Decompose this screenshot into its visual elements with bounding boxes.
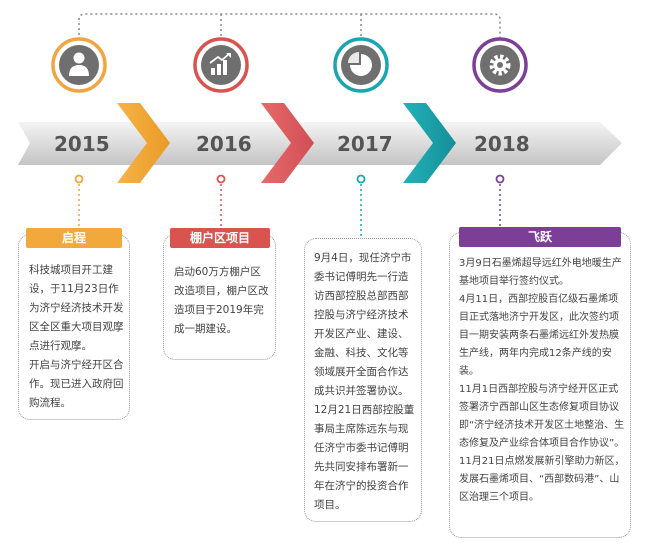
icon-badge-2018 xyxy=(472,37,528,93)
milestone-2018-para-4: 11月21日点燃发展新引擎助力新区，发展石墨烯项目、“西部数码港”、山区治理三个… xyxy=(459,456,625,503)
milestone-body-2016: 启动60万方棚户区改造项目，棚户区改造项目于2019年完成一期建设。 xyxy=(174,263,270,339)
dot-2018 xyxy=(495,174,505,184)
dot-2017 xyxy=(356,174,366,184)
chevron-red xyxy=(261,103,314,183)
person-icon xyxy=(69,52,89,76)
milestone-2015-para-2: 开启与济宁经开区合作。现已进入政府回购流程。 xyxy=(29,359,124,409)
milestone-body-2018: 3月9日石墨烯超导远红外电地暖生产基地项目举行签约仪式。 4月11日，西部控股百… xyxy=(459,255,625,507)
milestone-2016-para-1: 启动60万方棚户区改造项目，棚户区改造项目于2019年完成一期建设。 xyxy=(174,266,269,335)
dot-2015 xyxy=(74,174,84,184)
year-2016: 2016 xyxy=(196,132,252,156)
icon-badge-2015 xyxy=(51,37,107,93)
icon-badge-2017 xyxy=(333,37,389,93)
milestone-2015-para-1: 科技城项目开工建设，于11月23日作为济宁经济技术开发区全区重大项目观摩点进行观… xyxy=(29,264,124,352)
milestone-title-2015: 启程 xyxy=(26,228,122,248)
year-2017: 2017 xyxy=(337,132,393,156)
dot-2016 xyxy=(216,174,226,184)
milestone-2018-para-1: 3月9日石墨烯超导远红外电地暖生产基地项目举行签约仪式。 xyxy=(459,258,622,287)
milestone-2018-para-3: 11月1日西部控股与济宁经开区正式签署济宁西部山区生态修复项目协议即“济宁经济技… xyxy=(459,384,625,449)
milestone-title-2018: 飞跃 xyxy=(459,227,621,247)
milestone-2017-para-2: 12月21日西部控股董事局主席陈远东与现任济宁市委书记傅明先共同安排布署新一年在… xyxy=(314,404,415,511)
year-2015: 2015 xyxy=(54,132,110,156)
milestone-body-2015: 科技城项目开工建设，于11月23日作为济宁经济技术开发区全区重大项目观摩点进行观… xyxy=(29,261,125,413)
pie-chart-icon xyxy=(348,52,372,76)
milestone-card-2015: 科技城项目开工建设，于11月23日作为济宁经济技术开发区全区重大项目观摩点进行观… xyxy=(18,234,130,420)
gear-icon xyxy=(489,54,511,76)
milestone-title-2016: 棚户区项目 xyxy=(170,228,270,248)
year-2018: 2018 xyxy=(474,132,530,156)
milestone-2018-para-2: 4月11日，西部控股百亿级石墨烯项目正式落地济宁开发区，此次签约项目一期安装两条… xyxy=(459,294,619,377)
top-connector-line xyxy=(78,13,501,40)
timeline-band xyxy=(18,122,622,165)
growth-chart-icon xyxy=(209,53,231,75)
milestone-card-2016: 启动60万方棚户区改造项目，棚户区改造项目于2019年完成一期建设。 xyxy=(163,234,276,360)
milestone-card-2017: 9月4日，现任济宁市委书记傅明先一行造访西部控股总部西部控股与济宁经济技术开发区… xyxy=(304,238,422,522)
milestone-2017-para-1: 9月4日，现任济宁市委书记傅明先一行造访西部控股总部西部控股与济宁经济技术开发区… xyxy=(314,252,412,397)
milestone-card-2018: 3月9日石墨烯超导远红外电地暖生产基地项目举行签约仪式。 4月11日，西部控股百… xyxy=(449,232,631,538)
icon-badge-2016 xyxy=(193,37,249,93)
chevron-teal xyxy=(403,103,456,183)
milestone-body-2017: 9月4日，现任济宁市委书记傅明先一行造访西部控股总部西部控股与济宁经济技术开发区… xyxy=(314,249,415,515)
chevron-orange xyxy=(117,103,170,183)
